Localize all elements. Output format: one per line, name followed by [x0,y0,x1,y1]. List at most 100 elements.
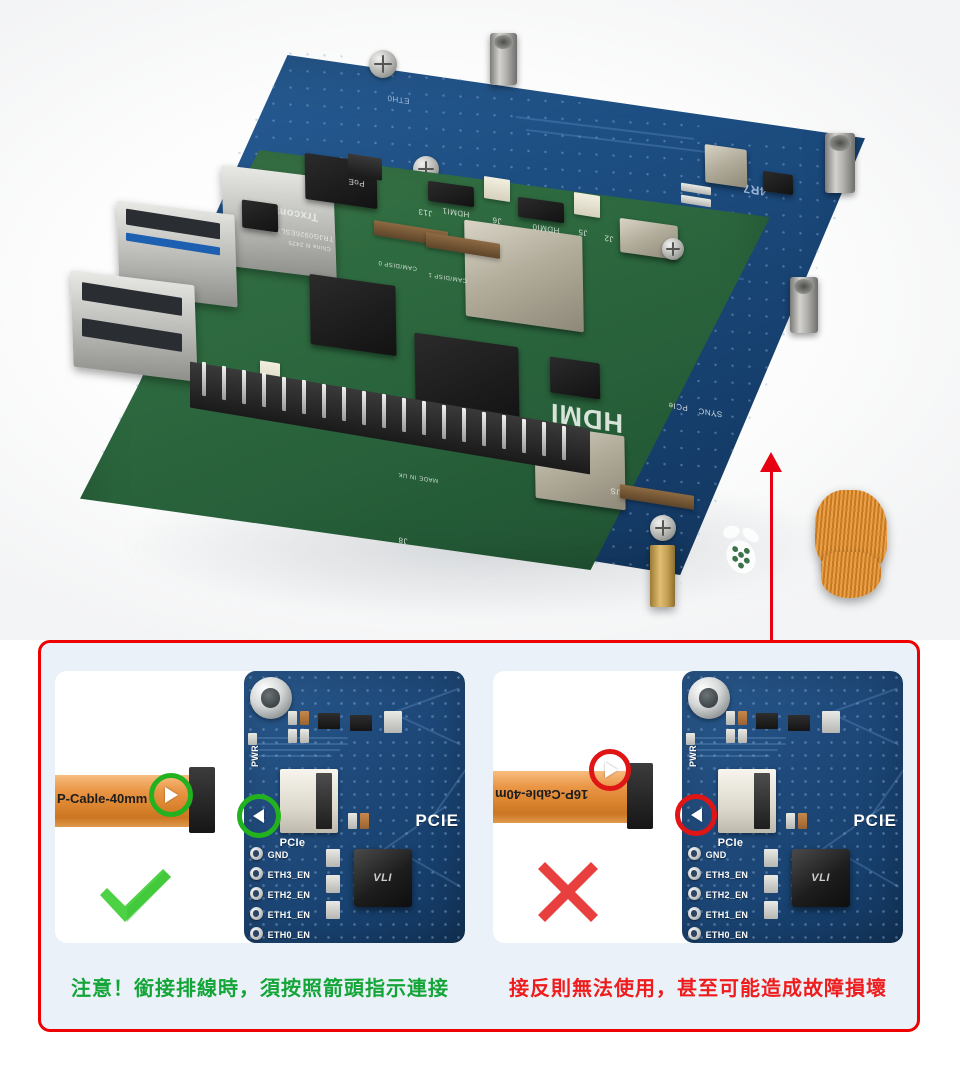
gpio-pin [262,372,266,408]
cable-direction-arrow-icon [605,762,618,778]
brass-standoff [650,545,675,607]
cable-arrow-highlight-circle [589,749,631,791]
pcb-trace [251,743,348,745]
gpio-pin [442,404,446,440]
gpio-pin [202,361,206,397]
pcb-mosfet [787,715,810,731]
pmic [549,356,601,400]
gpio-pin [462,407,466,443]
panel-correct: PWR PCIe PCIE [55,671,465,945]
pcb-pad-group [325,849,340,867]
pcb-mosfet [317,713,340,729]
pcb-pad [249,847,263,860]
pcb-pad [687,887,701,900]
gpio-pin [302,379,306,415]
captions-row: 注意！銜接排線時，須按照箭頭指示連接 接反則無法使用，甚至可能造成故障損壞 [41,943,917,1029]
jst-connector [574,191,600,219]
connector-direction-arrow-icon [691,808,702,822]
pcb-pin-label: ETH1_EN [267,910,311,920]
panel-wrong-photo: PWR PCIe PCIE [493,671,903,943]
pcb-capacitor [359,813,369,829]
pcb-label-pcie-connector: PCIe [717,837,744,849]
panel-correct-photo: PWR PCIe PCIE [55,671,465,943]
connector-arrow-highlight-circle [237,794,281,838]
panel-wrong: PWR PCIe PCIE [493,671,903,945]
instruction-callout-box: PWR PCIe PCIE [38,640,920,1032]
pcb-pad [687,907,701,920]
raspberry-pi-board: Trxcom TRJG0926ESLXR China N 2425 USB2 J… [70,150,887,598]
pcb-label-pwr: PWR [249,745,260,767]
product-photo: 4R7 ETH0 Trxcom TRJG0926ESLXR China N 24… [0,0,960,640]
pcb-capacitor [785,813,795,829]
pcb-label-pcie: PCIE [415,811,459,830]
pcb-pad-group [763,901,778,919]
pcb-pad-group [325,875,340,893]
gpio-pin [562,425,566,461]
silk-j8: J8 [398,535,408,546]
annotation-arrow-line [770,465,773,640]
rp1-southbridge-shield [464,219,584,333]
fpc-cable-tail [821,552,881,598]
vli-chip-marking: VLI [811,872,830,884]
pcie-hat-pcb-closeup: PWR PCIe PCIE [243,671,465,943]
pcb-pin-label: ETH1_EN [705,910,749,920]
pcb-pad-group [383,711,402,733]
pcb-pin-label: GND [267,850,289,860]
usb-hub-ic [241,199,279,233]
pcb-label-pwr: PWR [687,745,698,767]
gpio-pin [402,397,406,433]
pcb-resistor [737,711,747,725]
gpio-pin [382,393,386,429]
pcb-resistor [725,729,735,743]
gpio-pin [422,400,426,436]
pcb-pin-label: ETH2_EN [267,890,311,900]
pcb-trace [251,749,340,751]
pcb-resistor [299,711,309,725]
pcb-pin-label: ETH0_EN [705,930,749,940]
pcb-trace [689,749,778,751]
gpio-pin [222,365,226,401]
pcb-pad [249,927,263,940]
pcb-resistor [287,711,297,725]
silk-j6: J6 [492,215,502,226]
silk-syn: SYNC [698,406,723,419]
raspberry-pi-logo-icon [723,525,759,574]
ffc-cable-label: P-Cable-40mm [57,791,148,806]
pcb-resistor [737,729,747,743]
pcb-label-pcie-connector: PCIe [279,837,306,849]
pcb-mounting-hole [687,677,730,719]
gpio-pin [542,421,546,457]
comparison-panels-row: PWR PCIe PCIE [41,643,917,945]
pcb-led [247,733,257,745]
pcb-pin-label: ETH3_EN [267,870,311,880]
mounting-screw [369,50,397,78]
gpio-pin [322,383,326,419]
standoff [790,277,818,333]
pcie-hat-pcb-closeup: PWR PCIe PCIE [681,671,903,943]
pcb-pad-group [325,901,340,919]
cable-arrow-highlight-circle [149,773,193,817]
fpc-connector-contacts [315,773,332,829]
pcb-pin-label: ETH2_EN [705,890,749,900]
pcb-pin-label: ETH3_EN [705,870,749,880]
pcb-pad [249,887,263,900]
gpio-pin [342,386,346,422]
pcb-mounting-hole [249,677,292,719]
pcb-pad [249,867,263,880]
connector-arrow-highlight-circle [675,794,717,836]
standoff [825,133,855,193]
broadcom-soc [309,273,397,357]
pcb-pad-group [763,875,778,893]
pcb-capacitor [797,813,807,829]
vli-chip-marking: VLI [373,872,392,884]
silk-j2: J2 [604,233,614,244]
standoff [490,33,517,85]
caption-correct: 注意！銜接排線時，須按照箭頭指示連接 [71,977,449,1000]
pcb-trace [251,755,332,757]
pcb-pad [687,847,701,860]
ffc-cable-stiffener [627,763,653,829]
pcb-label-pcie: PCIE [853,811,897,830]
gpio-pin [502,414,506,450]
mounting-screw [650,515,676,541]
gpio-pin [242,369,246,405]
